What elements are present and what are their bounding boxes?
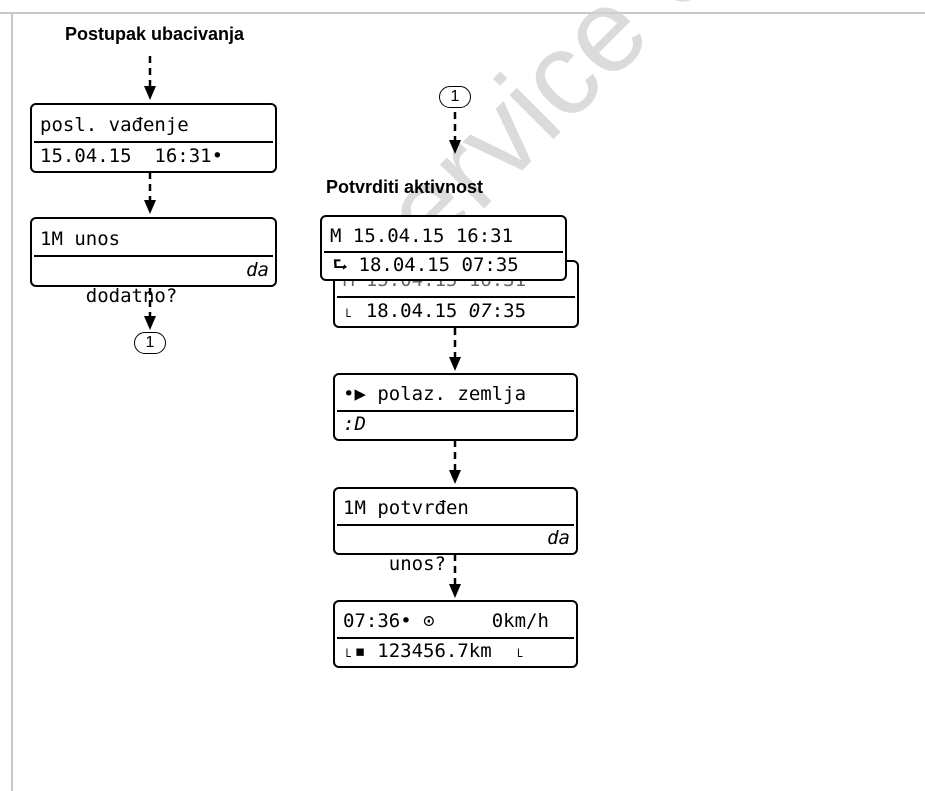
display-text: unos? xyxy=(388,553,446,575)
display-separator xyxy=(337,410,574,412)
display-text: dodatno? xyxy=(85,285,178,307)
display-text: 18.04.15 xyxy=(354,300,469,322)
frame-left-border xyxy=(11,12,13,791)
display-line: 15.04.15 16:31• xyxy=(40,145,224,167)
display-line: ˪ 18.04.15 07:35 xyxy=(343,298,571,324)
arrowhead-1 xyxy=(144,86,156,100)
display-separator xyxy=(324,251,563,253)
display-answer: da xyxy=(547,527,570,549)
display-separator xyxy=(337,637,574,639)
arrowhead-2 xyxy=(144,200,156,214)
display-text: 07 xyxy=(468,300,492,322)
rest-icon: ⮑ xyxy=(330,254,348,276)
display-standard: 07:36• ⊙ 0km/h ˪▪ 123456.7km ˪ xyxy=(333,600,578,668)
rest-icon: ˪ xyxy=(343,300,355,322)
frame-top-border xyxy=(0,12,925,14)
display-line: posl. vađenje xyxy=(40,114,189,136)
display-line: 1M potvrđen xyxy=(343,497,469,519)
display-text: :35 xyxy=(491,300,527,322)
display-line: unos? da xyxy=(343,525,570,575)
display-line: •▶ polaz. zemlja xyxy=(343,383,527,405)
display-separator xyxy=(34,255,273,257)
display-line: M 15.04.15 16:31 xyxy=(330,225,514,247)
display-answer: da xyxy=(246,259,269,281)
display-line: 07:36• ⊙ 0km/h xyxy=(343,610,549,632)
display-start-country: •▶ polaz. zemlja :D xyxy=(333,373,578,441)
arrowhead-7 xyxy=(449,584,461,598)
display-activity-front: M 15.04.15 16:31 ⮑ 18.04.15 07:35 xyxy=(320,215,567,281)
display-separator xyxy=(337,524,574,526)
arrowhead-4 xyxy=(449,140,461,154)
arrowhead-3 xyxy=(144,316,156,330)
display-line: dodatno? da xyxy=(40,257,269,307)
display-line: ⮑ 18.04.15 07:35 xyxy=(330,252,559,278)
display-text: 18.04.15 07:35 xyxy=(347,254,519,276)
display-last-withdrawal: posl. vađenje 15.04.15 16:31• xyxy=(30,103,277,173)
left-heading: Postupak ubacivanja xyxy=(65,24,245,44)
arrowhead-6 xyxy=(449,470,461,484)
display-line: 1M unos xyxy=(40,228,121,250)
connector-1-top: 1 xyxy=(439,86,471,108)
connector-1-bottom: 1 xyxy=(134,332,166,354)
display-manual-entry-prompt: 1M unos dodatno? da xyxy=(30,217,277,307)
display-separator xyxy=(34,141,273,143)
display-line: :D xyxy=(343,413,366,435)
arrowhead-5 xyxy=(449,357,461,371)
right-heading: Potvrditi aktivnost xyxy=(326,177,484,197)
display-line: ˪▪ 123456.7km ˪ xyxy=(343,640,526,662)
display-confirm-entry: 1M potvrđen unos? da xyxy=(333,487,578,575)
display-separator xyxy=(337,296,575,298)
